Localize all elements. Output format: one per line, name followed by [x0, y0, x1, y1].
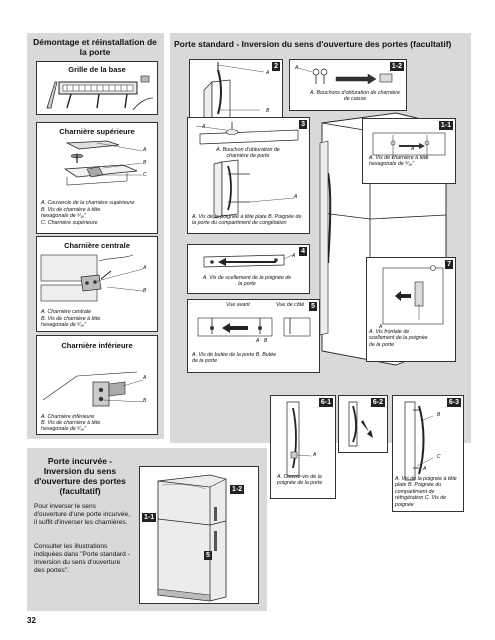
step-2-badge: 2 — [272, 62, 280, 71]
step-1-1-caption: A. Vis de charnière à tête hexagonale de… — [369, 155, 429, 168]
step-5-box: Vue avant Vue de côté 5 A B A. Vis de bu… — [187, 299, 320, 373]
step-7-label-a: A — [379, 324, 383, 330]
step-6-1-illustration — [286, 401, 312, 477]
page-number: 32 — [27, 616, 36, 625]
top-hinge-box: Charnière supérieure A B C A. Couvercle … — [36, 122, 158, 234]
step-6-2-badge: 6-2 — [370, 398, 385, 407]
step-2-illustration — [203, 62, 265, 121]
step-7-badge: 7 — [445, 260, 453, 269]
curved-door-badge-1-1: 1-1 — [142, 513, 157, 522]
step-1-2-box: 1-2 A A. Bouchons d'obturation de charni… — [289, 59, 407, 111]
step-5-illustration — [197, 317, 311, 337]
bottom-hinge-title: Charnière inférieure — [61, 341, 133, 350]
step-5-side-view: Vue de côté — [276, 302, 305, 308]
step-6-1-caption: A. Couvre-vis de la poignée de la porte — [277, 474, 323, 487]
step-4-illustration — [203, 254, 293, 268]
center-hinge-caption-b: B. Vis de charnière à tête hexagonale de… — [41, 316, 101, 329]
curved-door-badge-1-2: 1-2 — [230, 485, 245, 494]
step-4-box: 4 A A. Vis de scellement de la poignée d… — [187, 244, 310, 294]
step-3-caption-top: A. Bouchon d'obturation de charnière de … — [216, 147, 280, 160]
step-3-label-a-top: A — [202, 124, 206, 130]
top-hinge-caption-a: A. Couvercle de la charnière supérieure — [41, 200, 135, 206]
top-hinge-illustration — [63, 140, 143, 186]
curved-door-title: Porte incurvée - Inversion du sens d'ouv… — [34, 456, 126, 496]
step-4-caption: A. Vis de scellement de la poignée de la… — [202, 275, 292, 288]
bottom-hinge-label-a: A — [143, 375, 147, 381]
top-hinge-title: Charnière supérieure — [59, 127, 135, 136]
step-6-1-label-a: A — [313, 452, 317, 458]
base-grille-box: Grille de la base — [36, 61, 158, 115]
step-1-1-badge: 1-1 — [438, 121, 453, 130]
center-hinge-title: Charnière centrale — [64, 241, 130, 250]
step-6-3-badge: 6-3 — [446, 398, 461, 407]
step-7-illustration — [382, 265, 444, 325]
curved-door-badge-5: 5 — [204, 551, 212, 560]
step-6-2-illustration — [348, 401, 373, 447]
step-4-badge: 4 — [299, 247, 307, 256]
base-grille-illustration — [46, 75, 154, 111]
step-5-label-a: A — [256, 338, 260, 344]
center-hinge-label-b: B — [143, 288, 147, 294]
step-3-box: 3 A A A. Bouchon d'obturation de charniè… — [187, 117, 310, 234]
curved-door-illustration-box: 1-1 1-2 5 — [139, 466, 259, 604]
step-5-badge: 5 — [309, 302, 317, 311]
step-6-3-label-a: A — [423, 466, 427, 472]
center-hinge-caption-a: A. Charnière centrale — [41, 309, 92, 315]
curved-door-text-1: Pour inverser le sens d'ouverture d'une … — [34, 503, 130, 526]
bottom-hinge-label-b: B — [143, 398, 147, 404]
step-1-1-box: 1-1 A A. Vis de charnière à tête hexagon… — [362, 118, 456, 184]
center-hinge-box: Charnière centrale A B A. Charnière cent… — [36, 236, 158, 332]
step-6-2-box: 6-2 — [338, 395, 388, 453]
step-6-3-box: 6-3 B C A A. Vis de la poignée à tête pl… — [392, 395, 464, 512]
curved-door-text-2: Consulter les illustrations indiquées da… — [34, 543, 130, 574]
step-6-1-box: 6-1 A A. Couvre-vis de la poignée de la … — [270, 395, 336, 499]
step-6-1-badge: 6-1 — [318, 398, 333, 407]
step-3-caption-bottom: A. Vis de la poignée à tête plate B. Poi… — [192, 214, 302, 227]
step-2-box: 2 A B — [189, 59, 283, 123]
step-3-badge: 3 — [299, 120, 307, 129]
base-grille-title: Grille de la base — [68, 65, 126, 74]
step-1-2-label-a: A — [295, 65, 299, 71]
bottom-hinge-illustration — [42, 371, 144, 407]
step-1-2-badge: 1-2 — [389, 62, 404, 71]
top-hinge-caption-c: C. Charnière supérieure — [41, 220, 98, 226]
step-1-2-illustration — [297, 67, 393, 85]
step-1-1-label-a: A — [411, 146, 415, 152]
step-4-label-a: A — [292, 253, 296, 259]
center-hinge-label-a: A — [143, 265, 147, 271]
step-5-label-b: B — [264, 338, 268, 344]
bottom-hinge-caption-b: B. Vis de charnière à tête hexagonale de… — [41, 420, 101, 433]
step-7-box: 7 A A. Vis frontale de scellement de la … — [366, 257, 456, 362]
step-6-3-label-b: B — [437, 412, 441, 418]
step-5-front-view: Vue avant — [226, 302, 250, 308]
step-3-illustration — [195, 122, 299, 219]
bottom-hinge-caption-a: A. Charnière inférieure — [41, 414, 95, 420]
step-2-label-a: A — [266, 70, 270, 76]
curved-door-fridge-illustration — [157, 474, 227, 602]
step-6-3-illustration — [404, 401, 434, 481]
bottom-hinge-box: Charnière inférieure A B A. Charnière in… — [36, 335, 158, 435]
step-2-label-b: B — [266, 108, 270, 114]
step-6-3-caption: A. Vis de la poignée à tête plate B. Poi… — [395, 476, 457, 508]
step-1-1-illustration — [372, 132, 446, 159]
top-hinge-label-b: B — [143, 160, 147, 166]
step-7-caption: A. Vis frontale de scellement de la poig… — [369, 329, 428, 348]
right-panel-title: Porte standard - Inversion du sens d'ouv… — [174, 39, 452, 49]
step-5-caption: A. Vis de butée de la porte B. Butée de … — [192, 352, 277, 365]
step-1-2-caption: A. Bouchons d'obturation de charnière de… — [310, 90, 400, 103]
center-hinge-illustration — [40, 254, 144, 302]
top-hinge-caption-b: B. Vis de charnière à tête hexagonale de… — [41, 207, 101, 220]
top-hinge-label-c: C — [143, 172, 147, 178]
top-hinge-label-a: A — [143, 147, 147, 153]
step-3-label-a-bottom: A — [294, 194, 298, 200]
step-6-3-label-c: C — [437, 454, 441, 460]
left-panel-title: Démontage et réinstallation de la porte — [33, 37, 157, 57]
